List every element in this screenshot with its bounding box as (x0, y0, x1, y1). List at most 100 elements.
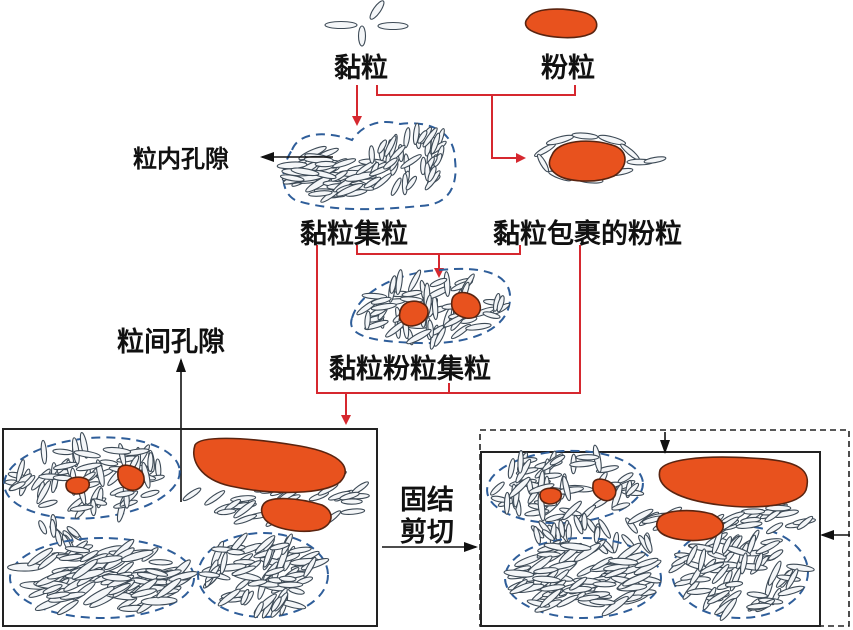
clay-particle (270, 596, 282, 612)
clay-particle (581, 512, 588, 531)
clay-particle (707, 590, 730, 605)
clay-particle (38, 499, 58, 508)
clay-particle (777, 585, 805, 597)
silt-particle (398, 300, 429, 327)
clay-particle (75, 462, 102, 472)
clay-particle (746, 602, 772, 610)
clay-particle (490, 481, 505, 496)
clay-particle (340, 508, 366, 516)
clay-particle (145, 568, 169, 577)
clay-particle (699, 562, 725, 574)
clay-particle (9, 481, 26, 492)
clay-particle (549, 454, 566, 466)
clay-particle (482, 311, 501, 319)
clay-particle (254, 535, 276, 554)
clay-particle (83, 586, 115, 606)
initial-state-frame (2, 428, 378, 627)
clay-particle (364, 319, 389, 331)
clay-silt-aggregate-label: 黏粒粉粒集粒 (329, 353, 491, 385)
clay-particle (532, 575, 561, 584)
clay-particle (156, 578, 182, 599)
clay-particle (42, 583, 63, 595)
clay-particle (533, 526, 542, 545)
clay-particle (597, 134, 627, 146)
clay-particle (233, 513, 258, 525)
silt-particle (117, 464, 145, 492)
clay-particle (721, 536, 732, 554)
clay-particle (204, 490, 226, 506)
clay-particle (383, 157, 398, 170)
silt-label: 粉粒 (541, 53, 595, 84)
clay-particle (102, 446, 132, 455)
clay-particle (64, 546, 91, 554)
clay-particle (562, 475, 572, 502)
silt-particle (193, 437, 346, 494)
clay-particle (277, 581, 304, 589)
clay-particle (233, 500, 256, 519)
clay-particle (786, 563, 815, 573)
process-label-shear: 剪切 (400, 516, 454, 548)
clay-particle (796, 515, 814, 530)
clay-particle (622, 572, 652, 587)
clay-particle (595, 465, 619, 474)
silt-particle (548, 140, 626, 182)
clay-particle (288, 587, 305, 595)
clay-particle (53, 461, 78, 471)
silt-particle-icon (524, 8, 598, 39)
silt-particle (65, 476, 91, 495)
silt-particle (539, 487, 563, 505)
clay-particle (544, 513, 565, 523)
intra-pore-label: 粒内孔隙 (133, 144, 229, 173)
clay-particle (591, 556, 613, 571)
clay-particle (15, 459, 25, 483)
clay-particle (340, 498, 363, 505)
clay-particle (604, 567, 628, 579)
clay-particle (57, 599, 79, 616)
clay-particle (390, 177, 402, 196)
clay-particle (59, 591, 86, 600)
clay-particle (719, 597, 738, 621)
clay-particle (558, 519, 566, 538)
clay-particle (608, 557, 639, 566)
clay-particle (384, 135, 397, 157)
clay-particle (405, 175, 418, 191)
clay-coated-silt-label: 黏粒包裹的粉粒 (493, 218, 682, 250)
aggregate-boundary (9, 537, 195, 619)
clay-particle (395, 269, 403, 296)
clay-particle (69, 504, 94, 512)
clay-particle (364, 310, 371, 330)
clay-particle (247, 579, 268, 587)
aggregate-boundary (504, 537, 662, 619)
clay-aggregate-illustration (276, 121, 457, 211)
clay-particle (430, 132, 441, 155)
aggregate-boundary (197, 532, 329, 618)
flow-connectors (316, 85, 581, 425)
clay-particle (634, 557, 659, 569)
inter-pore-label: 粒间孔隙 (117, 327, 225, 358)
clay-particle (754, 552, 764, 571)
clay-particle (643, 534, 653, 553)
clay-particle (36, 480, 52, 505)
clay-particle (288, 546, 312, 554)
clay-particle (509, 581, 535, 595)
clay-particle (785, 568, 799, 590)
clay-particle (536, 153, 550, 173)
clay-particle (768, 549, 784, 561)
silt-particle (592, 478, 617, 502)
clay-aggregate-label: 黏粒集粒 (300, 218, 408, 250)
clay-particle (589, 598, 616, 606)
clay-particle (746, 591, 768, 599)
clay-particle (503, 569, 535, 578)
clay-particle (740, 508, 766, 515)
clay-particle (79, 550, 99, 563)
clay-particle (643, 156, 667, 164)
clay-particle (339, 491, 360, 501)
clay-particle (765, 522, 784, 535)
clay-silt-aggregate-illustration (350, 267, 512, 350)
clay-particle (336, 182, 364, 197)
clay-particle (412, 122, 420, 145)
silt-particle (658, 456, 809, 508)
clay-particle (517, 450, 524, 474)
clay-particle (231, 565, 257, 577)
